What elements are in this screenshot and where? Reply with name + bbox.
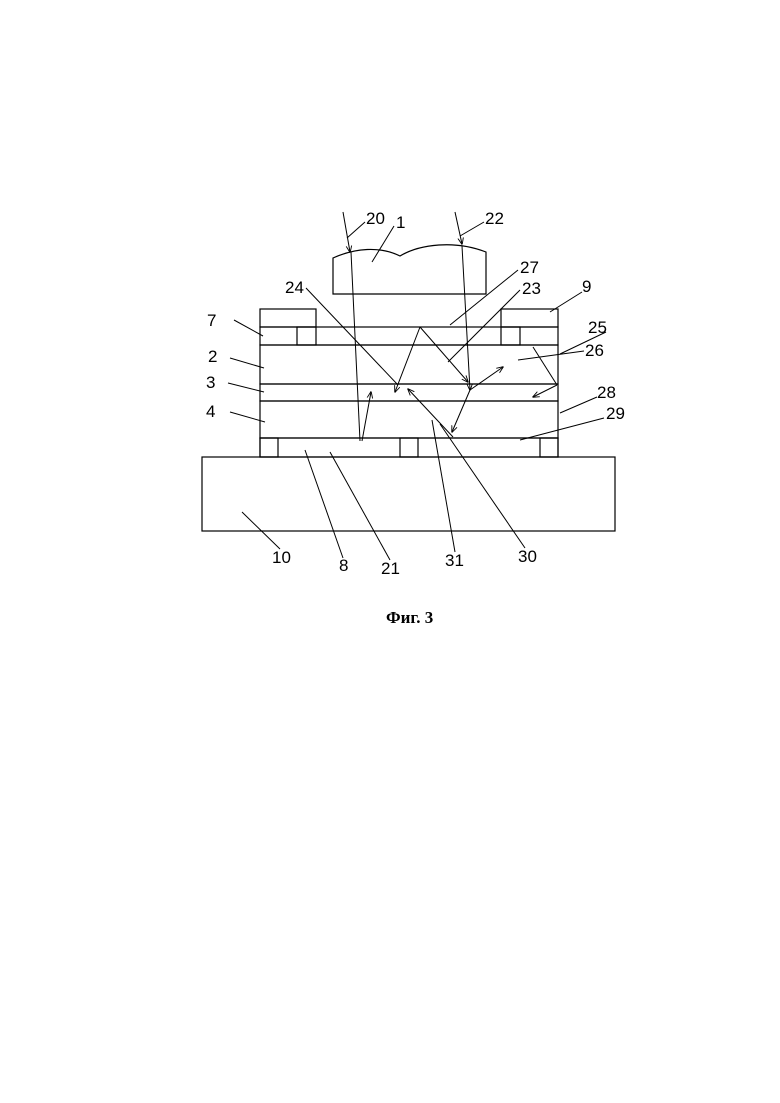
label-4: 4 bbox=[206, 402, 215, 421]
label-27: 27 bbox=[520, 258, 539, 277]
top-layer-7 bbox=[260, 327, 558, 345]
label-25: 25 bbox=[588, 318, 607, 337]
label-31: 31 bbox=[445, 551, 464, 570]
label-23: 23 bbox=[522, 279, 541, 298]
label-7: 7 bbox=[207, 311, 216, 330]
label-30: 30 bbox=[518, 547, 537, 566]
leader-lines bbox=[228, 222, 606, 560]
layer-4 bbox=[260, 401, 558, 438]
label-2: 2 bbox=[208, 347, 217, 366]
substrate-10 bbox=[202, 457, 615, 531]
figure-caption: Фиг. 3 bbox=[386, 608, 433, 627]
label-10: 10 bbox=[272, 548, 291, 567]
layer-2 bbox=[260, 345, 558, 384]
label-26: 26 bbox=[585, 341, 604, 360]
label-24: 24 bbox=[285, 278, 304, 297]
label-1: 1 bbox=[396, 213, 405, 232]
label-8: 8 bbox=[339, 556, 348, 575]
top-electrode-9 bbox=[501, 309, 558, 327]
top-electrode-left bbox=[260, 309, 316, 327]
layer-3 bbox=[260, 384, 558, 401]
label-3: 3 bbox=[206, 373, 215, 392]
label-9: 9 bbox=[582, 277, 591, 296]
label-22: 22 bbox=[485, 209, 504, 228]
label-28: 28 bbox=[597, 383, 616, 402]
label-20: 20 bbox=[366, 209, 385, 228]
label-21: 21 bbox=[381, 559, 400, 578]
label-29: 29 bbox=[606, 404, 625, 423]
bottom-layer-8 bbox=[260, 438, 558, 457]
